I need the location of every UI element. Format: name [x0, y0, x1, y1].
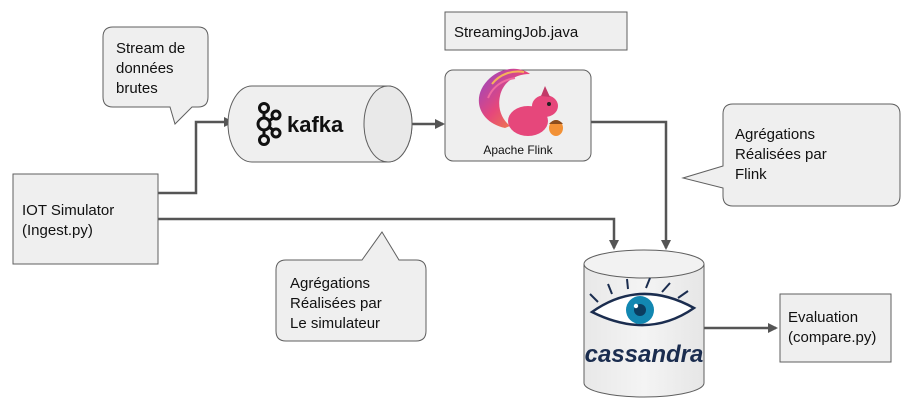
- callout-raw-stream: Stream de données brutes: [102, 26, 209, 125]
- cassandra-eye-icon: [589, 277, 697, 327]
- iot-simulator-file: (Ingest.py): [22, 222, 93, 239]
- evaluation-file: (compare.py): [788, 329, 876, 346]
- flink-squirrel-icon: [478, 68, 563, 136]
- callout-simulator-aggregations-line1: Agrégations: [290, 275, 370, 292]
- callout-flink-aggregations-line2: Réalisées par: [735, 146, 827, 163]
- callout-flink-aggregations-line1: Agrégations: [735, 126, 815, 143]
- arrow-flink-to-cassandra: [591, 120, 671, 250]
- callout-raw-stream-line2: données: [116, 60, 174, 77]
- evaluation-node: Evaluation (compare.py): [779, 293, 892, 363]
- iot-simulator-label: IOT Simulator: [22, 202, 114, 219]
- callout-flink-aggregations: Agrégations Réalisées par Flink: [681, 103, 901, 207]
- callout-simulator-aggregations: Agrégations Réalisées par Le simulateur: [275, 231, 427, 342]
- flink-node: Apache Flink: [444, 68, 592, 162]
- kafka-logo-icon: [256, 102, 282, 146]
- cassandra-label: cassandra: [585, 341, 704, 368]
- callout-flink-aggregations-line3: Flink: [735, 166, 767, 183]
- callout-raw-stream-line3: brutes: [116, 80, 158, 97]
- iot-simulator-node: IOT Simulator (Ingest.py): [12, 173, 159, 265]
- flink-label: Apache Flink: [483, 143, 553, 157]
- arrow-iot-to-cassandra: [158, 217, 619, 250]
- callout-simulator-aggregations-line2: Réalisées par: [290, 295, 382, 312]
- flink-job-file-node: StreamingJob.java: [444, 11, 628, 51]
- kafka-node: kafka: [227, 85, 413, 163]
- evaluation-label: Evaluation: [788, 309, 858, 326]
- callout-raw-stream-line1: Stream de: [116, 40, 185, 57]
- callout-simulator-aggregations-line3: Le simulateur: [290, 315, 380, 332]
- arrow-iot-to-kafka: [158, 117, 234, 195]
- kafka-label: kafka: [287, 112, 344, 137]
- flink-job-file-label: StreamingJob.java: [454, 24, 579, 41]
- cassandra-node: cassandra: [583, 249, 705, 398]
